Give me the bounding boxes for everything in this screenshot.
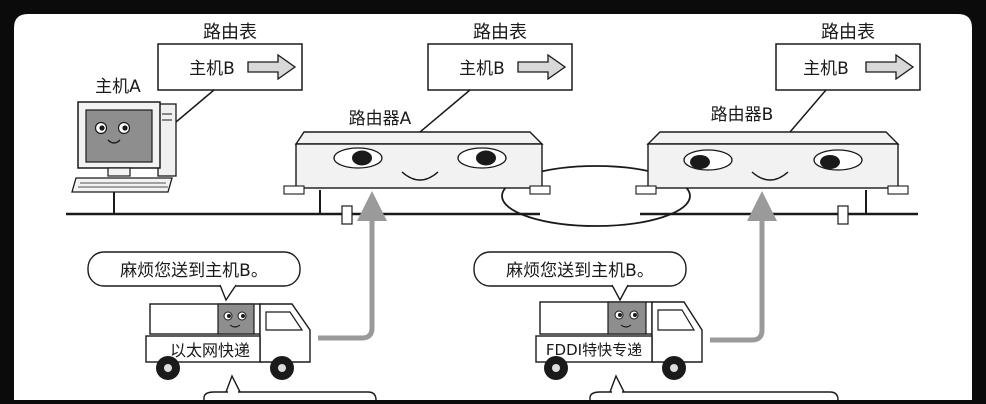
fddi-truck-face-box (607, 301, 647, 335)
fddi-truck: FDDI特快专递 (535, 301, 703, 380)
routing-table-2-title: 路由表 (473, 22, 527, 43)
speech-bubble-2: 麻烦您送到主机B。 (473, 251, 687, 302)
routing-table-3-entry: 主机B (803, 59, 849, 79)
speech-bubble-1: 麻烦您送到主机B。 (87, 251, 301, 302)
router-a-smile (401, 171, 439, 181)
routing-table-1-pointer (175, 89, 215, 123)
router-b-smile (751, 171, 789, 181)
router-a: 路由器A (283, 109, 551, 195)
host-a-keyboard (71, 177, 173, 193)
router-b: 路由器B (635, 105, 909, 195)
ethernet-truck-face-box (217, 303, 255, 335)
routing-table-2-entry: 主机B (459, 59, 505, 79)
router-b-top (646, 131, 900, 145)
router-a-label: 路由器A (349, 109, 412, 129)
ethernet-truck: 以太网快递 (145, 303, 311, 380)
router-b-label: 路由器B (711, 105, 774, 125)
routing-table-3-arrow-icon (865, 53, 915, 81)
speech-bubble-2-text: 麻烦您送到主机B。 (506, 261, 654, 281)
router-a-body (295, 143, 543, 189)
routing-table-3: 路由表 主机B (775, 22, 921, 133)
routing-table-2: 路由表 主机B (419, 22, 573, 133)
speech-bubble-3-partial (203, 374, 377, 404)
host-a-smile (107, 139, 121, 144)
forward-arrow-1 (318, 191, 387, 341)
host-a-computer: 主机A (71, 77, 177, 214)
fddi-ring (501, 165, 691, 227)
routing-table-1-arrow-icon (247, 53, 297, 81)
forward-arrow-2 (710, 191, 777, 343)
host-a-screen (85, 109, 153, 163)
router-b-body (647, 143, 899, 189)
ethernet-truck-label: 以太网快递 (170, 341, 250, 360)
fddi-truck-label: FDDI特快专递 (546, 341, 642, 359)
routing-table-1-title: 路由表 (203, 22, 257, 43)
routing-table-3-pointer (789, 89, 827, 133)
routing-table-1: 路由表 主机B (157, 22, 303, 123)
router-a-top (294, 131, 544, 145)
routing-table-3-title: 路由表 (821, 22, 875, 43)
routing-table-1-entry: 主机B (189, 59, 235, 79)
speech-bubble-1-text: 麻烦您送到主机B。 (120, 261, 268, 281)
routing-table-2-arrow-icon (517, 53, 567, 81)
routing-table-2-pointer (419, 89, 471, 133)
host-a-label: 主机A (95, 77, 141, 97)
